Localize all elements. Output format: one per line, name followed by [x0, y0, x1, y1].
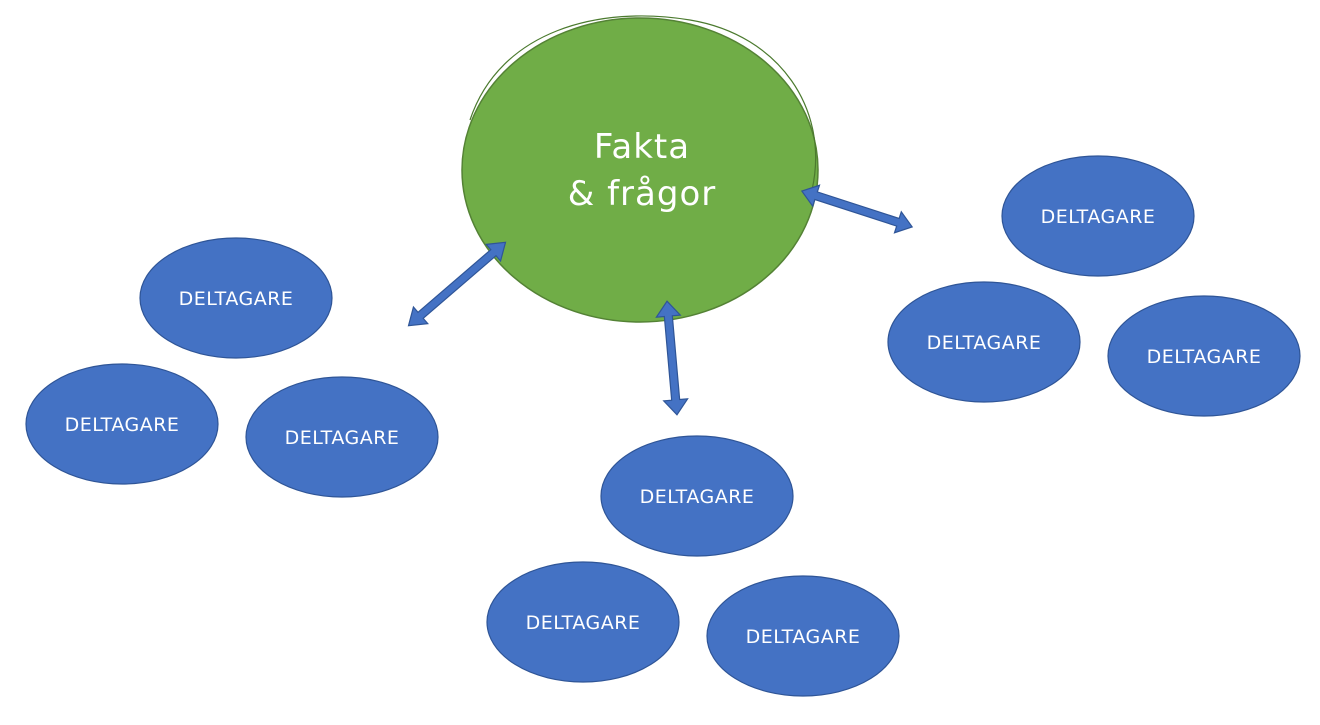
participant-ellipse	[600, 435, 794, 557]
center-label-line1: Fakta	[594, 127, 690, 167]
participant-ellipse	[486, 561, 680, 683]
center-node: Fakta & frågor	[461, 15, 819, 323]
center-label-line2: & frågor	[568, 174, 716, 214]
arrow-left	[407, 241, 507, 327]
participant-label: DELTAGARE	[927, 332, 1042, 354]
participant-node: DELTAGARE	[600, 435, 794, 557]
participant-ellipse	[1107, 295, 1301, 417]
participant-label: DELTAGARE	[526, 612, 641, 634]
participant-node: DELTAGARE	[1107, 295, 1301, 417]
arrow-left-shape	[407, 241, 507, 327]
center-sketch-line	[469, 15, 817, 191]
participant-label: DELTAGARE	[1041, 206, 1156, 228]
participant-ellipse	[887, 281, 1081, 403]
participant-group-left: DELTAGARE DELTAGARE DELTAGARE	[25, 237, 439, 498]
participant-ellipse	[25, 363, 219, 485]
participant-ellipse	[706, 575, 900, 697]
participant-label: DELTAGARE	[65, 414, 180, 436]
arrow-right	[800, 184, 914, 234]
participant-ellipse	[245, 376, 439, 498]
participant-ellipse	[1001, 155, 1195, 277]
participant-group-bottom: DELTAGARE DELTAGARE DELTAGARE	[486, 435, 900, 697]
arrow-bottom-shape	[655, 300, 689, 416]
arrow-right-shape	[800, 184, 914, 234]
participant-label: DELTAGARE	[640, 486, 755, 508]
participant-node: DELTAGARE	[887, 281, 1081, 403]
center-circle	[461, 17, 819, 323]
participant-node: DELTAGARE	[245, 376, 439, 498]
participant-node: DELTAGARE	[25, 363, 219, 485]
participant-node: DELTAGARE	[1001, 155, 1195, 277]
participant-label: DELTAGARE	[1147, 346, 1262, 368]
participant-node: DELTAGARE	[486, 561, 680, 683]
participant-label: DELTAGARE	[179, 288, 294, 310]
participant-label: DELTAGARE	[746, 626, 861, 648]
participant-ellipse	[139, 237, 333, 359]
participant-group-right: DELTAGARE DELTAGARE DELTAGARE	[887, 155, 1301, 417]
participant-node: DELTAGARE	[706, 575, 900, 697]
participant-node: DELTAGARE	[139, 237, 333, 359]
participant-label: DELTAGARE	[285, 427, 400, 449]
arrow-bottom	[655, 300, 689, 416]
